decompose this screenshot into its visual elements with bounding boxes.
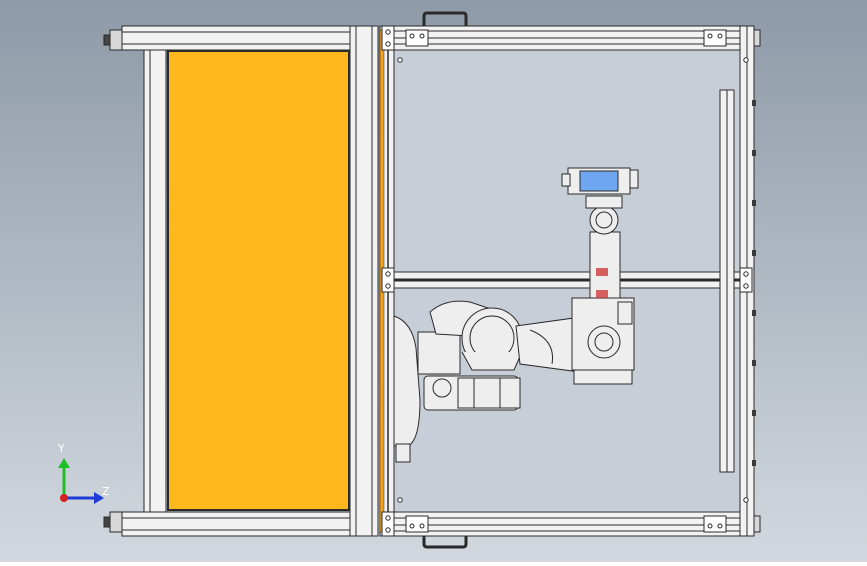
- foot-top-left-base: [103, 34, 111, 46]
- bottom-door-handle[interactable]: [422, 536, 468, 549]
- screw: [707, 523, 713, 529]
- screw: [385, 515, 391, 521]
- screw: [385, 271, 391, 277]
- connector: [405, 515, 429, 533]
- screw: [717, 523, 723, 529]
- top-door-handle[interactable]: [422, 11, 468, 26]
- screw: [707, 33, 713, 39]
- connector: [405, 29, 429, 47]
- screw: [397, 497, 403, 503]
- door-handles[interactable]: [422, 11, 468, 549]
- screw: [743, 57, 749, 63]
- foot-bottom-left[interactable]: [109, 511, 123, 533]
- extension-left-post[interactable]: [143, 49, 167, 513]
- connector: [381, 511, 395, 537]
- z-axis-arrow: [94, 492, 104, 504]
- robot-vertical-link-joint-inner: [595, 211, 613, 229]
- connector: [381, 25, 395, 51]
- robot-cable-red: [596, 290, 608, 298]
- robot-cable-red: [596, 268, 608, 276]
- robot-gripper-finger-left: [561, 173, 571, 187]
- robot-wrist-lower: [573, 369, 633, 385]
- robot-forearm-detail: [529, 329, 554, 365]
- robot-wrist-cover: [617, 301, 633, 325]
- leveling-feet[interactable]: [103, 29, 761, 533]
- z-axis-label: Z: [102, 485, 110, 498]
- screw: [397, 57, 403, 63]
- extension-bottom-rail[interactable]: [121, 511, 379, 537]
- screw: [419, 523, 425, 529]
- robot-lower-housing[interactable]: [417, 331, 461, 375]
- screw: [385, 29, 391, 35]
- axis-triad: [58, 458, 104, 504]
- screw: [385, 41, 391, 47]
- screw: [409, 523, 415, 529]
- orange-panel[interactable]: [167, 50, 350, 511]
- x-axis-origin: [60, 494, 68, 502]
- right-side-bolts: [752, 100, 756, 466]
- robot-base-plate: [395, 443, 411, 463]
- robot-wrist-joint-inner: [594, 332, 614, 352]
- screw: [743, 271, 749, 277]
- robot-gripper-label: [579, 170, 619, 192]
- robot-gripper-finger-right: [629, 169, 639, 189]
- robot-vertical-link[interactable]: [589, 231, 621, 299]
- screw: [385, 283, 391, 289]
- screw: [743, 497, 749, 503]
- foot-top-left[interactable]: [109, 29, 123, 51]
- extension-right-post[interactable]: [349, 25, 379, 537]
- connector: [703, 29, 727, 47]
- y-axis-label: Y: [58, 442, 65, 455]
- screw: [385, 527, 391, 533]
- robot-flange: [585, 195, 623, 209]
- glass-panel-upper[interactable]: [394, 50, 740, 272]
- cell-bottom-rail[interactable]: [379, 511, 755, 537]
- right-guide-rail[interactable]: [719, 89, 735, 473]
- screw: [409, 33, 415, 39]
- screw: [717, 33, 723, 39]
- foot-bottom-left-base: [103, 516, 111, 528]
- y-axis-arrow: [58, 458, 70, 468]
- robot-small-joint: [432, 378, 452, 398]
- robot-motor-cap: [457, 377, 521, 409]
- connector: [381, 267, 395, 293]
- screw: [419, 33, 425, 39]
- robot-arm[interactable]: [393, 167, 639, 463]
- connector: [703, 515, 727, 533]
- screw: [743, 283, 749, 289]
- robot-elbow-housing: [461, 351, 523, 371]
- connector: [739, 267, 753, 293]
- extension-top-rail[interactable]: [121, 25, 379, 51]
- frame-connectors: [381, 25, 753, 537]
